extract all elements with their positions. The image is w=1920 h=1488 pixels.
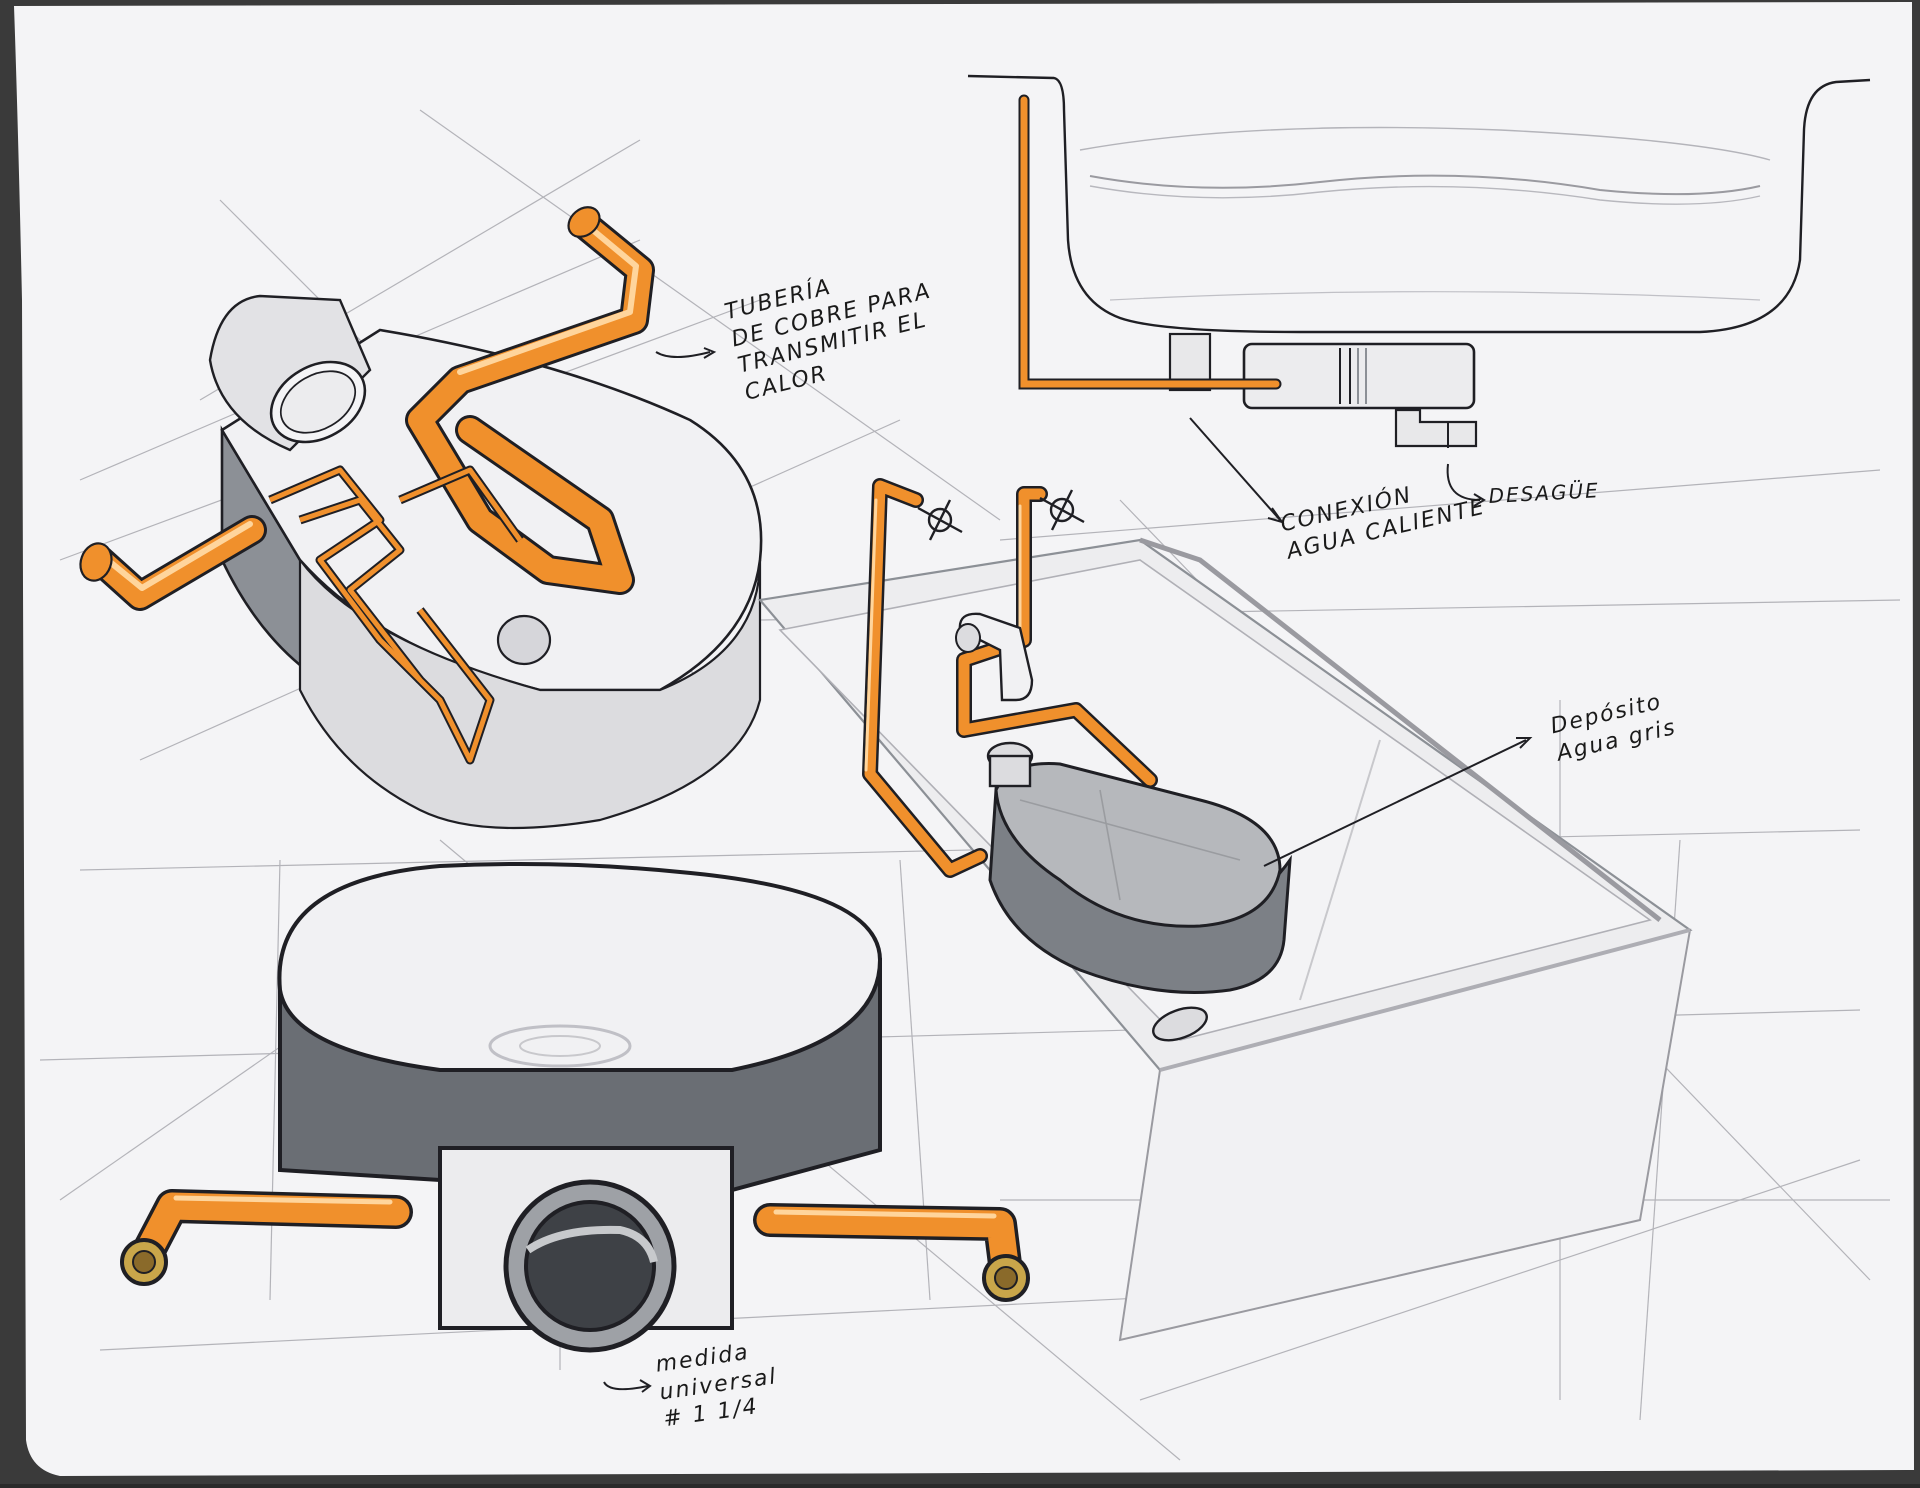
sink-cabinet (757, 537, 1693, 1342)
annotation-arrows (603, 347, 1533, 1393)
sink-copper-pipe (1018, 94, 1282, 390)
grey-water-tank (986, 741, 1292, 1042)
exchanger-front-view (277, 862, 883, 1353)
exchanger-copper-coil (79, 206, 655, 765)
sink-bowl (967, 74, 1871, 448)
universal-size-annotation: medida universal # 1 1/4 (654, 1339, 779, 1433)
front-copper-connectors (120, 1189, 1030, 1302)
faucet-plumbing (862, 478, 1158, 878)
